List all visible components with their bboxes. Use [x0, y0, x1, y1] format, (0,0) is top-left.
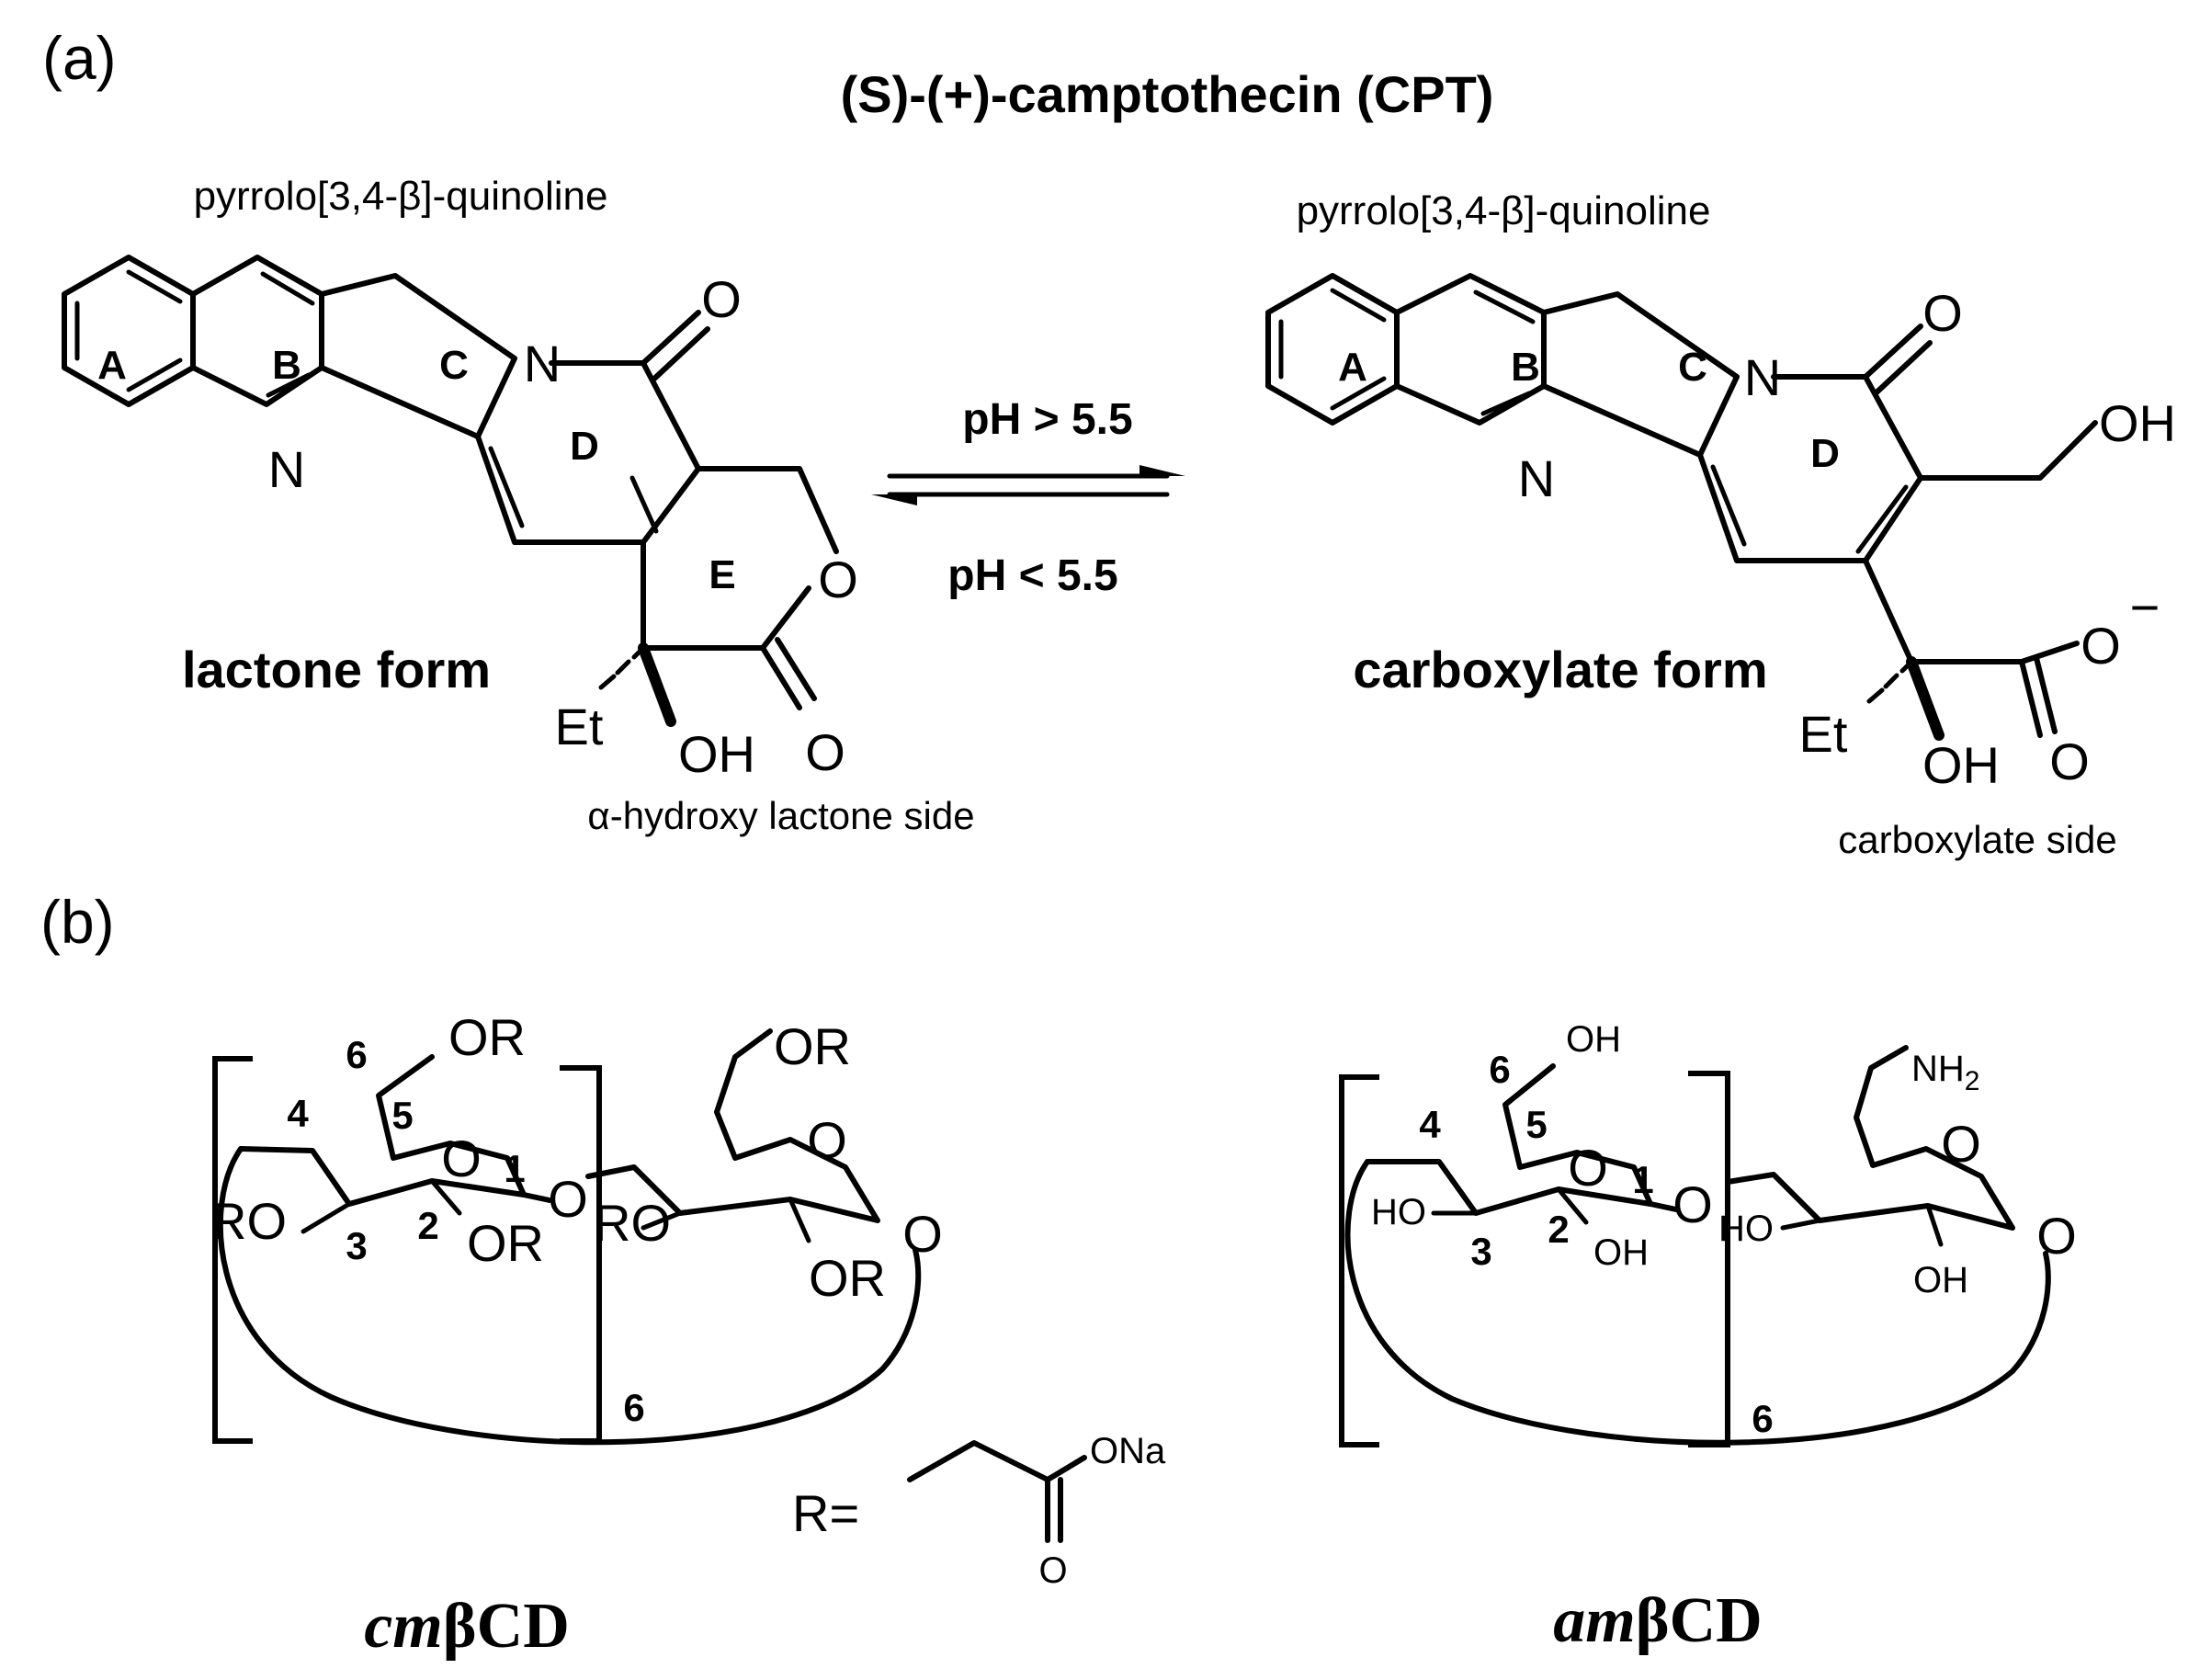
ring-e-left: E [709, 552, 735, 597]
o-carbonyl-left: O [701, 270, 742, 328]
ph-forward-label: pH > 5.5 [962, 395, 1132, 444]
am-num-4: 4 [1419, 1103, 1441, 1146]
lactone-form-label: lactone form [182, 641, 491, 698]
panel-b-label: (b) [40, 888, 115, 956]
cm-or-c6b: OR [774, 1017, 851, 1075]
ring-d-right: D [1810, 431, 1840, 476]
am-nh-sub: 2 [1965, 1066, 1980, 1096]
cm-or-c6: OR [448, 1008, 526, 1066]
o-lactone-left: O [805, 723, 845, 781]
carboxylate-form-label: carboxylate form [1353, 641, 1767, 698]
cm-or-c2b: OR [809, 1249, 886, 1307]
negative-charge: − [2130, 578, 2160, 636]
n-ring-right: N [1518, 449, 1555, 507]
n-ring-left: N [268, 440, 305, 498]
cm-suffix: βCD [443, 1591, 570, 1662]
scaffold-label-right: pyrrolo[3,4-β]-quinoline [1297, 188, 1711, 233]
n-amide-left: N [524, 335, 561, 392]
cm-num-4: 4 [287, 1092, 309, 1135]
am-oh-c2b: OH [1913, 1260, 1968, 1300]
ring-a-right: A [1338, 345, 1367, 390]
ring-a-left: A [97, 343, 127, 388]
am-suffix: βCD [1636, 1585, 1763, 1656]
et-right: Et [1799, 705, 1848, 763]
am-beta-cd-name: amβCD [1553, 1585, 1762, 1656]
oh-right: OH [1922, 736, 2000, 794]
r-ona: ONa [1090, 1431, 1166, 1471]
cm-num-3: 3 [346, 1224, 367, 1267]
ring-d-left: D [570, 424, 599, 469]
am-repeat-6: 6 [1752, 1397, 1773, 1440]
cm-or-c2: OR [467, 1214, 544, 1272]
cm-glycosidic-o: O [548, 1170, 588, 1228]
carboxylate-side-label: carboxylate side [1838, 818, 2117, 861]
o-carbonyl-right: O [1922, 284, 1963, 342]
ring-b-left: B [272, 343, 301, 388]
am-ho-c3b: HO [1718, 1209, 1774, 1249]
cm-ring-o-b: O [807, 1111, 847, 1169]
am-glycosidic-o-b: O [2036, 1207, 2077, 1265]
am-nh2: NH2 [1911, 1049, 1979, 1096]
cm-repeat-6: 6 [623, 1386, 644, 1429]
am-beta-cd-structure: OH HO OH O O NH2 HO OH O O 6 5 4 1 3 2 6… [1339, 1019, 2077, 1656]
ring-c-right: C [1678, 345, 1707, 390]
o-ring-left: O [818, 551, 858, 608]
am-num-5: 5 [1525, 1103, 1547, 1146]
am-oh-c6: OH [1566, 1019, 1621, 1060]
oh-left: OH [678, 725, 755, 783]
am-num-6: 6 [1489, 1048, 1510, 1091]
cpt-title: (S)-(+)-camptothecin (CPT) [841, 65, 1494, 123]
scaffold-label-left: pyrrolo[3,4-β]-quinoline [194, 174, 608, 219]
n-amide-right: N [1744, 348, 1781, 406]
ring-b-right: B [1511, 345, 1540, 390]
cm-prefix: cm [364, 1591, 443, 1662]
oh-hydroxymethyl: OH [2099, 394, 2176, 452]
cm-beta-cd-name: cmβCD [364, 1591, 570, 1662]
am-num-1: 1 [1632, 1158, 1653, 1201]
cm-num-1: 1 [504, 1147, 525, 1190]
lactone-structure: pyrrolo[3,4-β]-quinoline N N O [62, 174, 975, 837]
am-ring-o-b: O [1941, 1115, 1981, 1173]
cm-ro-c3: RO [210, 1192, 287, 1250]
cm-ring-o: O [441, 1129, 482, 1187]
ph-reverse-label: pH < 5.5 [947, 551, 1117, 600]
ring-c-left: C [439, 343, 469, 388]
equilibrium-arrows: pH > 5.5 pH < 5.5 [871, 395, 1185, 600]
am-num-3: 3 [1470, 1230, 1491, 1273]
cm-glycosidic-o-b: O [902, 1205, 943, 1263]
o-carboxyl: O [2049, 732, 2090, 790]
am-prefix: am [1553, 1585, 1635, 1656]
am-num-2: 2 [1548, 1208, 1569, 1251]
am-glycosidic-o: O [1672, 1175, 1713, 1233]
am-ring-o: O [1568, 1139, 1608, 1197]
am-oh-c2: OH [1593, 1232, 1649, 1273]
et-left: Et [555, 698, 604, 755]
r-carbonyl-o: O [1038, 1550, 1067, 1591]
cm-num-2: 2 [417, 1204, 438, 1247]
cm-num-5: 5 [391, 1094, 413, 1137]
o-carboxylate: O [2081, 617, 2121, 675]
cm-ro-c3b: RO [594, 1194, 671, 1252]
cm-beta-cd-structure: OR RO OR O O OR RO OR O O 6 5 4 1 3 2 6 … [210, 1008, 1166, 1662]
lactone-side-label: α-hydroxy lactone side [587, 794, 974, 837]
cm-num-6: 6 [346, 1033, 367, 1076]
am-nh: NH [1911, 1049, 1965, 1089]
r-prefix: R= [792, 1484, 859, 1542]
am-ho-c3: HO [1371, 1192, 1426, 1232]
panel-a-label: (a) [42, 24, 117, 92]
carboxylate-structure: pyrrolo[3,4-β]-quinoline N [1265, 188, 2176, 861]
